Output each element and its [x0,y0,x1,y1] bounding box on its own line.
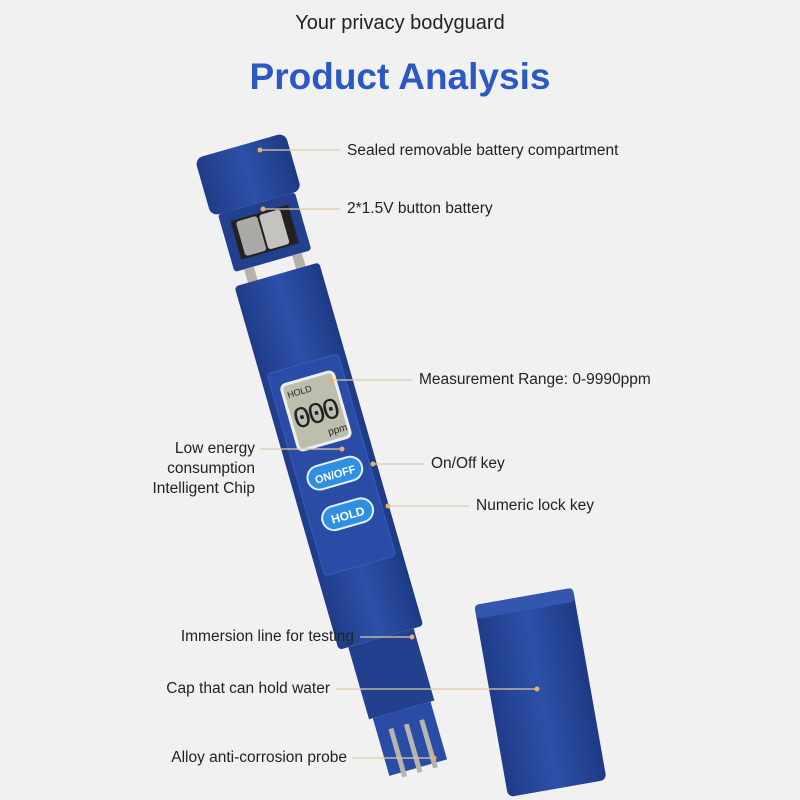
lcd-display [280,370,352,452]
tds-meter-pen: HOLD 000 ppm ON/OFF HOLD [196,134,448,778]
label-battery-compartment: Sealed removable battery compartment [347,142,619,159]
label-chip-line: consumption [167,460,255,477]
label-chip: Low energy consumption Intelligent Chip [100,439,255,499]
page-title: Product Analysis [249,56,551,97]
label-on-off-key: On/Off key [431,455,505,472]
label-cap: Cap that can hold water [166,680,330,697]
label-chip-line: Low energy [174,440,255,457]
label-measurement-range: Measurement Range: 0-9990ppm [419,371,651,388]
probe-pin [388,727,408,778]
probe-pin [403,723,423,773]
lcd-unit: ppm [327,422,349,438]
label-battery: 2*1.5V button battery [347,200,493,217]
probe-section [348,628,435,720]
label-immersion-line: Immersion line for testing [180,628,354,645]
on-off-button[interactable]: ON/OFF [305,454,365,493]
battery-cover [196,134,300,215]
label-numeric-lock-key: Numeric lock key [476,497,594,514]
subtitle: Your privacy bodyguard [295,12,505,34]
leader-lines [260,149,537,759]
label-probe: Alloy anti-corrosion probe [171,749,347,766]
battery-cell [259,209,290,250]
label-chip-line: Intelligent Chip [152,480,255,497]
marker-dots [257,147,540,761]
battery-cell [236,216,267,256]
hold-button[interactable]: HOLD [319,496,376,533]
protective-cap [474,588,606,797]
